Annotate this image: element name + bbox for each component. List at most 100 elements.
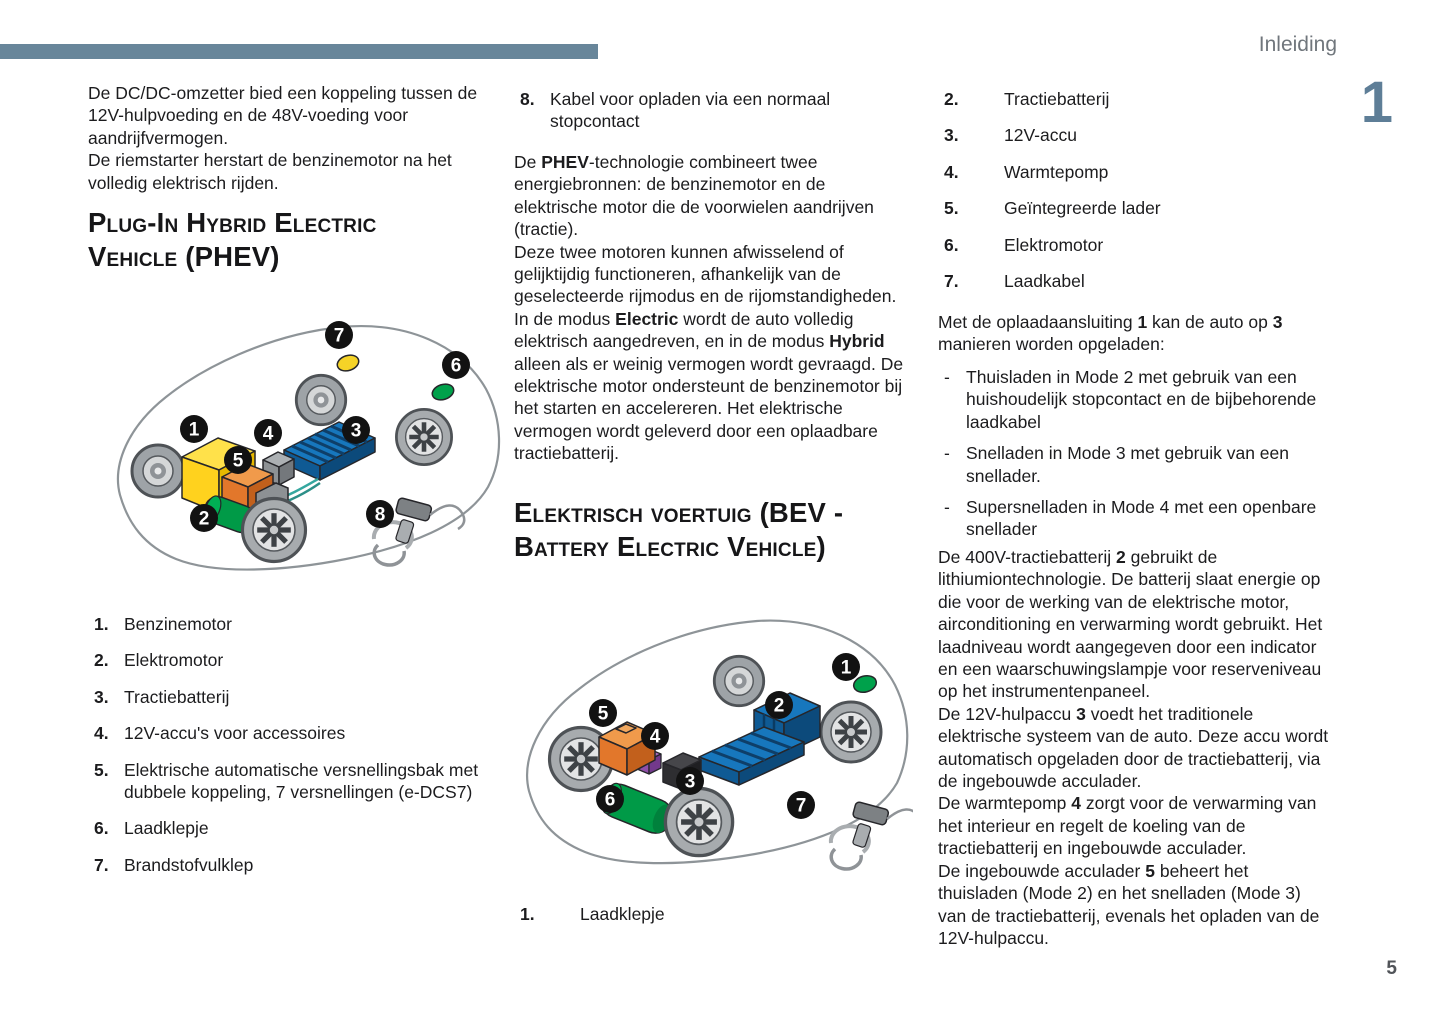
- dash-marker: -: [944, 497, 950, 518]
- fuel-flap: [336, 354, 360, 372]
- svg-text:4: 4: [650, 727, 661, 748]
- list-label: Laadklepje: [580, 904, 665, 924]
- text-segment: wordt de auto volledig elektrisch aanged…: [514, 308, 854, 352]
- list-label: 12V-accu's voor accessoires: [124, 723, 346, 744]
- charge-flap: [431, 383, 455, 401]
- callout-6: 6: [596, 785, 624, 813]
- intro-paragraph-block: De DC/DC-omzetter bied een koppeling tus…: [88, 82, 480, 194]
- wheel-icon: [243, 499, 306, 562]
- bev-parts-list: 2. Tractiebatterij 3.12V-accu 4.Warmtepom…: [938, 88, 1330, 306]
- bev-diagram: 1 2 3 4 5 6 7: [526, 619, 913, 871]
- charging-intro: Met de oplaadaansluiting 1 kan de auto o…: [938, 311, 1330, 356]
- callout-4: 4: [641, 722, 669, 750]
- list-label: Snelladen in Mode 3 met gebruik van een …: [966, 443, 1289, 486]
- phev-description: De PHEV-technologie combineert twee ener…: [514, 151, 906, 465]
- text-segment-bold: Electric: [615, 308, 679, 329]
- svg-text:5: 5: [598, 704, 609, 725]
- svg-text:7: 7: [334, 326, 345, 347]
- list-number: 3.: [944, 125, 959, 146]
- list-item: 1. Benzinemotor: [88, 613, 480, 635]
- list-item: 3. Tractiebatterij: [88, 686, 480, 708]
- cable-list-item-block: 8.Kabel voor opladen via een normaal sto…: [514, 88, 906, 147]
- list-label: Geïntegreerde lader: [1004, 198, 1161, 219]
- list-item: 7.Laadkabel: [938, 270, 1330, 292]
- svg-text:1: 1: [841, 658, 852, 679]
- text-segment: zorgt voor de verwarming van het interie…: [938, 793, 1317, 881]
- text-segment-bold: Hybrid: [829, 331, 885, 352]
- wheel-icon: [396, 409, 451, 464]
- list-label: Tractiebatterij: [124, 686, 230, 707]
- wheel-icon: [665, 788, 732, 855]
- phev-diagram: 1 2 3 4 5 6 7 8: [116, 321, 501, 571]
- text-segment-bold: 1: [1137, 312, 1148, 332]
- list-item: 6.Laadklepje: [88, 817, 480, 839]
- list-label: Elektromotor: [1004, 234, 1104, 255]
- list-item: 2.Elektromotor: [88, 649, 480, 671]
- svg-text:7: 7: [796, 796, 807, 817]
- svg-text:2: 2: [774, 696, 785, 717]
- text-segment-bold: 3: [1272, 312, 1283, 332]
- list-item: 7.Brandstofvulklep: [88, 854, 480, 876]
- svg-text:3: 3: [685, 772, 696, 793]
- battery-description-block: De 400V-tractiebatterij 2 gebruikt de li…: [938, 546, 1330, 949]
- list-label: Tractiebatterij: [1004, 89, 1110, 109]
- phev-heading: Plug-In Hybrid Electric Vehicle (PHEV): [88, 207, 377, 272]
- onboard-charger: [598, 721, 656, 776]
- page-number: 5: [1386, 958, 1397, 979]
- wheel-icon: [130, 443, 186, 499]
- battery-description: De 400V-tractiebatterij 2 gebruikt de li…: [938, 546, 1330, 949]
- svg-text:6: 6: [605, 790, 616, 811]
- text-segment-bold: 5: [1145, 860, 1155, 881]
- callout-2: 2: [765, 691, 793, 719]
- phev-heading-block: Plug-In Hybrid Electric Vehicle (PHEV): [88, 206, 480, 274]
- list-item: 3.12V-accu: [938, 124, 1330, 146]
- callout-1: 1: [832, 653, 860, 681]
- list-label: Brandstofvulklep: [124, 854, 254, 875]
- list-number: 8.: [520, 89, 535, 109]
- dash-list-item: -Thuisladen in Mode 2 met gebruik van ee…: [938, 366, 1330, 433]
- svg-text:3: 3: [351, 421, 362, 442]
- svg-text:8: 8: [375, 505, 386, 526]
- aux-battery-12v: [262, 451, 295, 486]
- intro-paragraph: De DC/DC-omzetter bied een koppeling tus…: [88, 83, 478, 193]
- list-label: Laadkabel: [1004, 271, 1085, 292]
- list-number: 1.: [520, 904, 535, 924]
- list-item: 4.Warmtepomp: [938, 161, 1330, 183]
- text-segment-bold: 3: [1076, 703, 1086, 724]
- callout-2: 2: [190, 504, 218, 532]
- callout-4: 4: [254, 419, 282, 447]
- text-segment: voedt het traditionele elektrische syste…: [938, 703, 1329, 814]
- list-number: 2.: [94, 650, 109, 671]
- text-segment-bold: 2: [1116, 547, 1126, 567]
- chapter-number: 1: [1360, 70, 1393, 135]
- text-segment: gebruikt de lithiumiontechnologie. De ba…: [938, 547, 1323, 724]
- text-segment-bold: 4: [1071, 793, 1081, 814]
- list-number: 1.: [94, 614, 109, 634]
- list-label: Benzinemotor: [124, 614, 232, 634]
- dash-list-item: -Snelladen in Mode 3 met gebruik van een…: [938, 442, 1330, 487]
- list-label: Elektrische automatische versnellingsbak…: [124, 759, 479, 803]
- svg-text:2: 2: [199, 509, 210, 530]
- text-segment: De: [514, 152, 542, 172]
- wheel-icon: [712, 654, 766, 708]
- phev-parts-list: 1. Benzinemotor 2.Elektromotor 3. Tractieb…: [88, 613, 480, 890]
- charging-cable: [828, 801, 913, 871]
- list-item: 2. Tractiebatterij: [938, 88, 1330, 110]
- list-item: 5.Elektrische automatische versnellingsb…: [88, 759, 480, 804]
- list-number: 4.: [94, 723, 109, 744]
- text-segment: kan de auto op: [1147, 312, 1273, 332]
- charging-modes-list: -Thuisladen in Mode 2 met gebruik van ee…: [938, 366, 1330, 550]
- phev-description-block: De PHEV-technologie combineert twee ener…: [514, 151, 906, 465]
- callout-5: 5: [589, 699, 617, 727]
- header-accent-bar: [0, 44, 598, 59]
- list-item: 5. Geïntegreerde lader: [938, 197, 1330, 219]
- list-label: Warmtepomp: [1004, 161, 1109, 182]
- list-number: 3.: [94, 686, 109, 707]
- svg-text:4: 4: [263, 424, 274, 445]
- list-item: 6.Elektromotor: [938, 234, 1330, 256]
- list-number: 5.: [944, 198, 959, 219]
- dash-marker: -: [944, 367, 950, 387]
- list-number: 2.: [944, 89, 959, 109]
- dash-marker: -: [944, 443, 950, 464]
- callout-1: 1: [180, 415, 208, 443]
